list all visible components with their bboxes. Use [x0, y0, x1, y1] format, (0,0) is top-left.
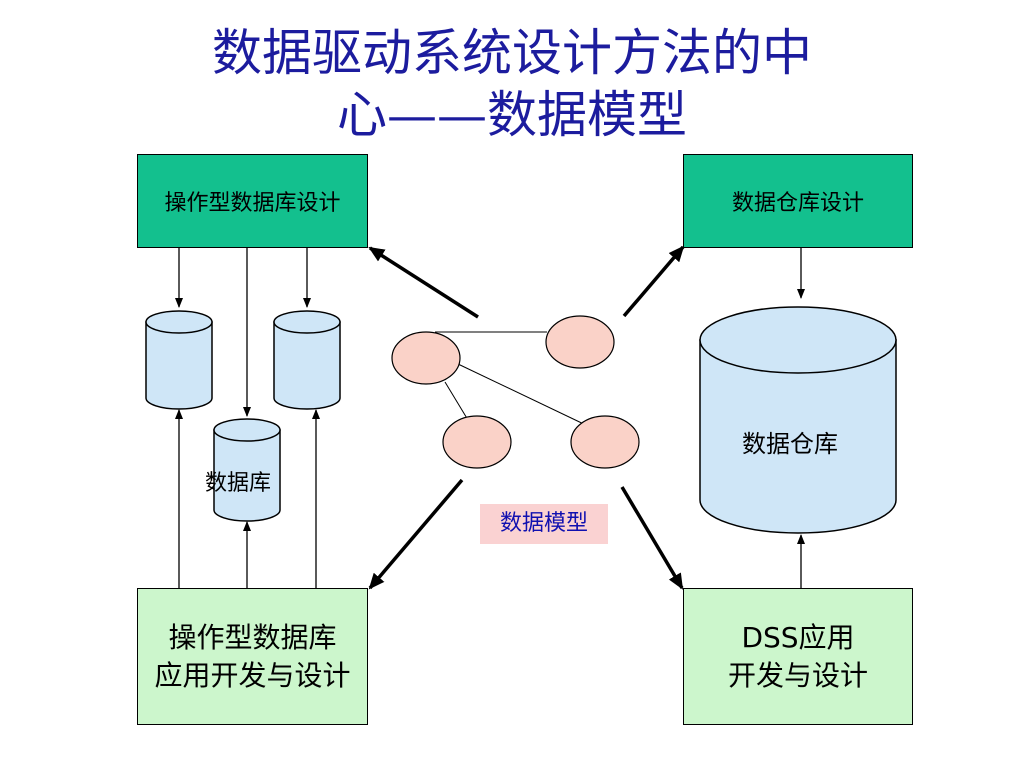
op-db-design-box: 操作型数据库设计 — [137, 154, 368, 248]
dss-app-box: DSS应用 开发与设计 — [683, 588, 913, 725]
entity-ellipse-bottom-left — [442, 415, 512, 469]
database-cylinder-right — [273, 310, 341, 410]
dw-design-label: 数据仓库设计 — [731, 191, 864, 216]
database-cylinder-middle — [213, 418, 281, 522]
entity-ellipse-bottom-right — [570, 415, 640, 469]
dss-app-label: DSS应用 开发与设计 — [727, 620, 868, 692]
data-warehouse-label: 数据仓库 — [742, 430, 838, 458]
entity-ellipse-left — [391, 331, 461, 385]
relation-line-left-to-bottom-right — [457, 363, 591, 428]
title-line-1: 数据驱动系统设计方法的中 — [212, 24, 812, 82]
database-label: 数据库 — [205, 471, 272, 496]
op-db-app-label: 操作型数据库 应用开发与设计 — [154, 620, 351, 692]
op-db-app-box: 操作型数据库 应用开发与设计 — [137, 588, 368, 725]
arrow-model-to-dss-app — [620, 486, 684, 590]
entity-ellipse-top-right — [545, 315, 615, 369]
page-title: 数据驱动系统设计方法的中 心——数据模型 — [0, 22, 1024, 146]
title-line-2: 心——数据模型 — [337, 86, 687, 144]
data-warehouse-cylinder — [699, 306, 897, 534]
arrow-model-to-dw-design — [622, 245, 685, 318]
dw-design-box: 数据仓库设计 — [683, 154, 913, 248]
arrow-model-to-op-design — [368, 246, 479, 319]
data-model-label: 数据模型 — [480, 504, 608, 544]
arrow-model-to-op-app — [368, 478, 464, 590]
relation-line-left-to-bottom-left — [444, 381, 469, 421]
op-db-design-label: 操作型数据库设计 — [164, 191, 341, 216]
database-cylinder-left — [145, 310, 213, 410]
